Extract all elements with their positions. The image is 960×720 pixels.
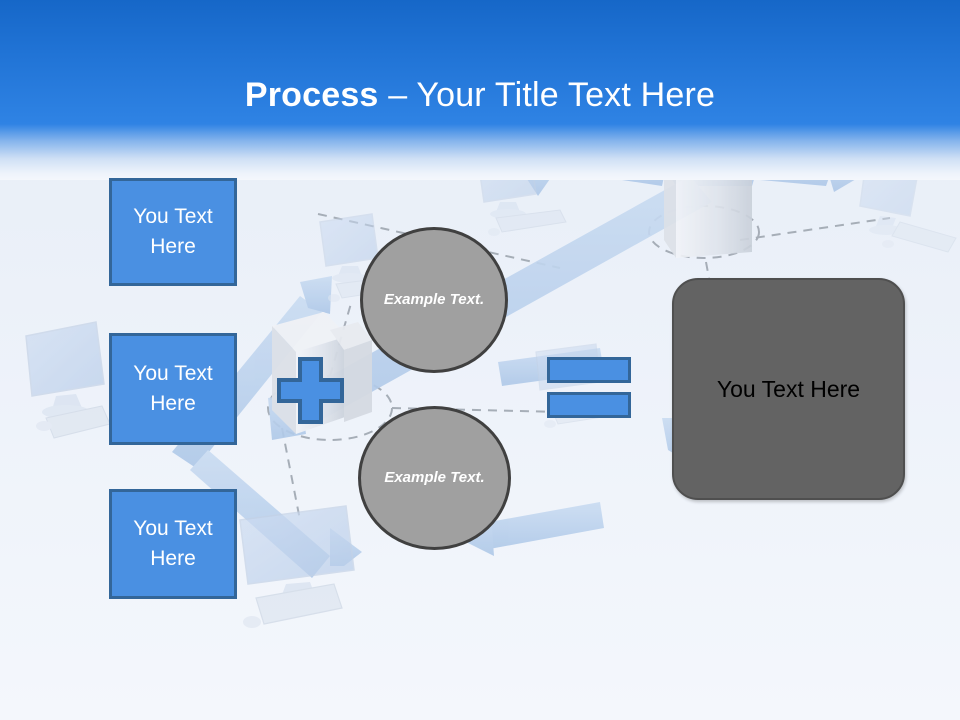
input-box-2-label: You Text Here bbox=[133, 362, 213, 415]
process-circle-2-label: Example Text. bbox=[384, 469, 485, 486]
process-circle-2[interactable]: Example Text. bbox=[358, 406, 511, 550]
input-box-1[interactable]: You Text Here bbox=[109, 178, 237, 286]
header-gradient-fade bbox=[0, 124, 960, 180]
equals-icon bbox=[547, 357, 631, 418]
monitor-bottom-left bbox=[239, 505, 355, 628]
header-band bbox=[0, 0, 960, 124]
input-box-3-label: You Text Here bbox=[133, 517, 213, 570]
process-circle-1-label: Example Text. bbox=[383, 291, 485, 308]
input-box-2[interactable]: You Text Here bbox=[109, 333, 237, 445]
page-title: Process – Your Title Text Here bbox=[0, 73, 960, 117]
monitor-middle-left bbox=[25, 321, 111, 439]
result-box[interactable]: You Text Here bbox=[672, 278, 905, 500]
process-circle-1[interactable]: Example Text. bbox=[360, 227, 508, 373]
equals-bar-bottom bbox=[547, 392, 631, 418]
plus-icon bbox=[277, 357, 344, 424]
input-box-3[interactable]: You Text Here bbox=[109, 489, 237, 599]
equals-bar-top bbox=[547, 357, 631, 383]
result-box-label: You Text Here bbox=[716, 376, 861, 402]
page-title-strong: Process bbox=[244, 75, 379, 114]
page-title-light: – Your Title Text Here bbox=[378, 75, 716, 114]
input-box-1-label: You Text Here bbox=[133, 205, 213, 258]
